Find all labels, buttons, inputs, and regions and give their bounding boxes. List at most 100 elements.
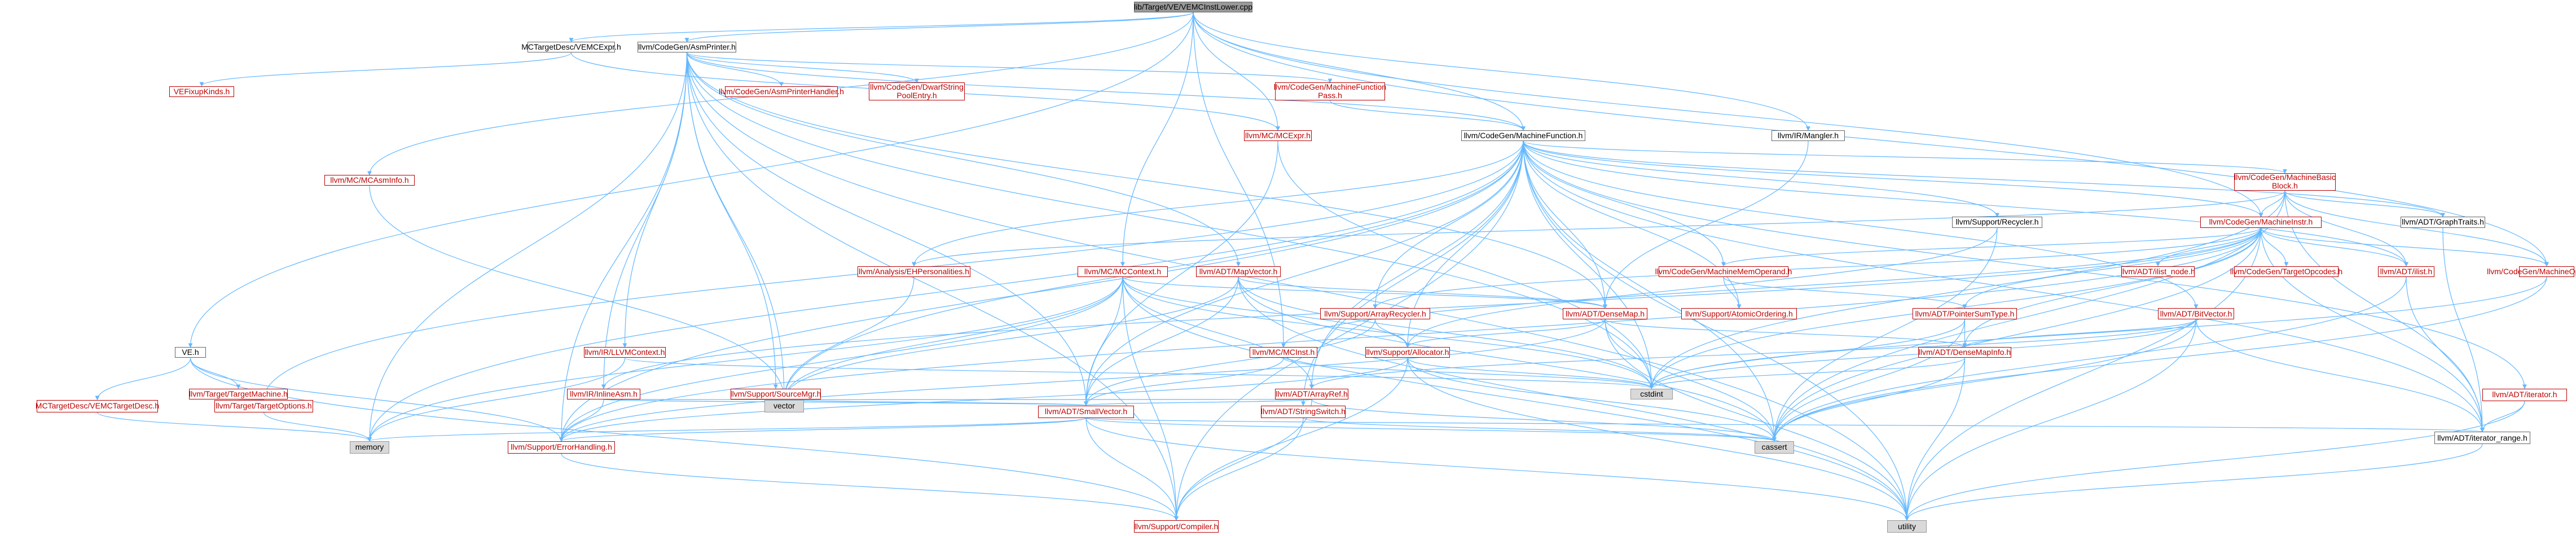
node-targetmachine[interactable]: llvm/Target/TargetMachine.h [189, 388, 288, 399]
node-dwarfstr[interactable]: llvm/CodeGen/DwarfString PoolEntry.h [869, 82, 965, 100]
edge-mi-mo [2260, 227, 2549, 267]
edge-densemapinfo-cassert [1772, 358, 1966, 442]
node-mcasminfo[interactable]: llvm/MC/MCAsmInfo.h [324, 175, 415, 186]
edge-allocator-cassert [1407, 358, 1777, 442]
edge-llvmctx-memory [367, 358, 626, 442]
node-ilistnode[interactable]: llvm/ADT/ilist_node.h [2121, 266, 2195, 277]
edge-mapvector-smallvector [1084, 276, 1239, 406]
node-recycler[interactable]: llvm/Support/Recycler.h [1952, 217, 2042, 228]
edge-mf-recycler [1523, 141, 1999, 218]
edge-mccontext-errhandling [559, 276, 1123, 442]
node-cstdint[interactable]: cstdint [1630, 388, 1673, 399]
node-inlineasm[interactable]: llvm/IR/InlineAsm.h [567, 388, 640, 399]
edge-allocator-utility [1407, 358, 1909, 521]
edge-mapvector-utility [1238, 276, 1909, 521]
edge-targetmachine-targetopts [238, 396, 266, 401]
node-mf[interactable]: llvm/CodeGen/MachineFunction.h [1461, 130, 1585, 142]
node-densemapinfo[interactable]: llvm/ADT/DenseMapInfo.h [1918, 347, 2011, 358]
node-mangler[interactable]: llvm/IR/Mangler.h [1771, 130, 1845, 142]
edge-arrayref-cassert [1311, 399, 1777, 442]
edge-densemapinfo-utility [1905, 358, 1966, 521]
edge-mf-arrayref [1309, 141, 1524, 389]
edge-asmprinter-inlineasm [601, 52, 688, 389]
edge-mccontext-cstdint [1122, 276, 1654, 389]
node-compiler[interactable]: llvm/Support/Compiler.h [1134, 520, 1219, 533]
edge-smallvector-iterrange [1085, 417, 2484, 433]
edge-mo-cassert [1772, 276, 2547, 442]
node-densemap[interactable]: llvm/ADT/DenseMap.h [1563, 308, 1647, 319]
node-arrayrecycler[interactable]: llvm/Support/ArrayRecycler.h [1320, 308, 1430, 319]
node-arrayref[interactable]: llvm/ADT/ArrayRef.h [1275, 388, 1348, 399]
edge-bitvector-cassert [1772, 319, 2197, 442]
edge-mf-graphtraits [1523, 141, 2445, 218]
edge-root-mo [1193, 12, 2549, 267]
node-iterrange[interactable]: llvm/ADT/iterator_range.h [2434, 432, 2530, 445]
node-root[interactable]: lib/Target/VE/VEMCInstLower.cpp [1134, 1, 1252, 12]
edge-mi-mmo [1721, 227, 2262, 267]
edge-mbb-mi [2258, 191, 2285, 218]
edge-mcinst-cstdint [1283, 357, 1654, 389]
node-srcmgr[interactable]: llvm/Support/SourceMgr.h [730, 388, 821, 399]
node-mapvector[interactable]: llvm/ADT/MapVector.h [1196, 266, 1281, 277]
edge-asmprinter-densemap [686, 52, 1607, 309]
node-cassert[interactable]: cassert [1755, 441, 1794, 454]
edge-mf-mbb [1523, 140, 2287, 174]
node-mi[interactable]: llvm/CodeGen/MachineInstr.h [2200, 217, 2322, 228]
node-graphtraits[interactable]: llvm/ADT/GraphTraits.h [2401, 217, 2485, 228]
edge-root-mf [1193, 12, 1526, 131]
node-bitvector[interactable]: llvm/ADT/BitVector.h [2158, 308, 2234, 319]
node-vefixup[interactable]: VEFixupKinds.h [169, 86, 234, 97]
edge-asmprinter-dwarfstr [686, 52, 919, 84]
node-utility[interactable]: utility [1887, 520, 1927, 533]
node-mcinst[interactable]: llvm/MC/MCInst.h [1250, 347, 1317, 358]
edge-mcexpr-cstdint [1277, 141, 1654, 389]
node-ve[interactable]: VE.h [175, 347, 206, 358]
edge-mapvector-cstdint [1238, 276, 1654, 389]
edge-targetopts-memory [263, 412, 372, 442]
edge-vetargetdesc-memory [96, 412, 372, 442]
node-mccontext[interactable]: llvm/MC/MCContext.h [1078, 266, 1168, 277]
edge-densemap-utility [1604, 319, 1909, 521]
node-allocator[interactable]: llvm/Support/Allocator.h [1365, 347, 1450, 358]
edge-mccontext-densemap [1122, 276, 1607, 309]
node-asmph[interactable]: llvm/CodeGen/AsmPrinterHandler.h [719, 86, 844, 97]
node-vetargetdesc[interactable]: MCTargetDesc/VEMCTargetDesc.h [36, 399, 159, 412]
edge-mccontext-vector [782, 276, 1123, 401]
node-smallvector[interactable]: llvm/ADT/SmallVector.h [1038, 405, 1134, 418]
edge-root-mctdexpr [569, 12, 1194, 43]
node-mmo[interactable]: llvm/CodeGen/MachineMemOperand.h [1655, 266, 1792, 277]
node-iterator[interactable]: llvm/ADT/iterator.h [2482, 388, 2567, 401]
node-ptrsum[interactable]: llvm/ADT/PointerSumType.h [1913, 308, 2017, 319]
node-mbb[interactable]: llvm/CodeGen/MachineBasic Block.h [2234, 173, 2336, 191]
edge-asmprinter-memory [367, 52, 688, 442]
node-asmprinter[interactable]: llvm/CodeGen/AsmPrinter.h [638, 42, 736, 53]
node-vector[interactable]: vector [764, 399, 804, 412]
edge-mapvector-densemap [1238, 276, 1607, 309]
edge-ilisth-cassert [1772, 276, 2407, 442]
edge-recycler-allocator [1405, 227, 1998, 348]
edge-bitvector-utility [1905, 319, 2197, 521]
node-mctdexpr[interactable]: MCTargetDesc/VEMCExpr.h [521, 42, 621, 53]
edge-arrayrecycler-allocator [1374, 319, 1410, 348]
edge-errhandling-compiler [561, 453, 1179, 521]
node-mfpass[interactable]: llvm/CodeGen/MachineFunction Pass.h [1273, 82, 1387, 100]
edge-densemapinfo-cstdint [1649, 357, 1966, 389]
edge-mf-cstdint [1523, 141, 1654, 389]
node-ehpers[interactable]: llvm/Analysis/EHPersonalities.h [858, 266, 970, 277]
node-errhandling[interactable]: llvm/Support/ErrorHandling.h [508, 441, 615, 454]
edge-mctdexpr-vefixup [199, 52, 572, 87]
edge-densemap-densemapinfo [1604, 319, 1967, 348]
edge-mccontext-utility [1122, 276, 1909, 521]
edge-root-mangler [1193, 12, 1810, 131]
node-llvmctx[interactable]: llvm/IR/LLVMContext.h [584, 347, 666, 358]
node-stringswitch[interactable]: llvm/ADT/StringSwitch.h [1261, 405, 1346, 418]
node-ilisth[interactable]: llvm/ADT/ilist.h [2378, 266, 2434, 277]
node-memory[interactable]: memory [350, 441, 389, 454]
node-atomicord[interactable]: llvm/Support/AtomicOrdering.h [1681, 308, 1797, 319]
node-targetopc[interactable]: llvm/CodeGen/TargetOpcodes.h [2230, 266, 2342, 277]
node-targetopts[interactable]: llvm/Target/TargetOptions.h [214, 399, 313, 412]
edge-mccontext-arrayref [1122, 276, 1314, 389]
edge-asmprinter-srcmgr [686, 52, 778, 389]
node-mcexpr[interactable]: llvm/MC/MCExpr.h [1244, 130, 1312, 142]
node-mo[interactable]: llvm/CodeGen/MachineOperand.h [2487, 266, 2576, 277]
